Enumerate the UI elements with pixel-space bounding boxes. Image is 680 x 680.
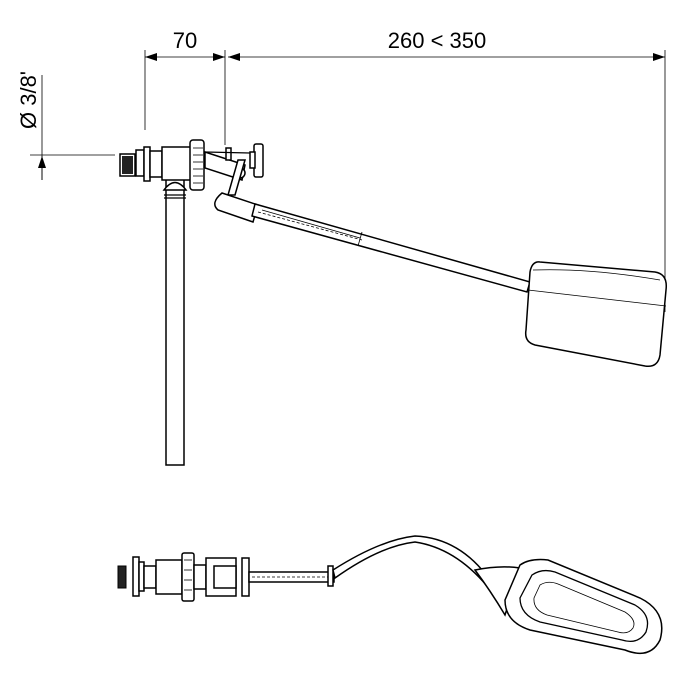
dimension-70: 70 [144, 28, 226, 145]
dimension-length-label: 260 < 350 [388, 28, 486, 53]
dimension-diameter-label: Ø 3/8' [16, 71, 41, 129]
dimension-offset-label: 70 [173, 28, 197, 53]
dimension-length: 260 < 350 [228, 28, 666, 312]
float-valve-top-view [117, 535, 663, 655]
dimension-diameter: Ø 3/8' [16, 71, 115, 180]
float-valve-side-view [119, 139, 668, 466]
